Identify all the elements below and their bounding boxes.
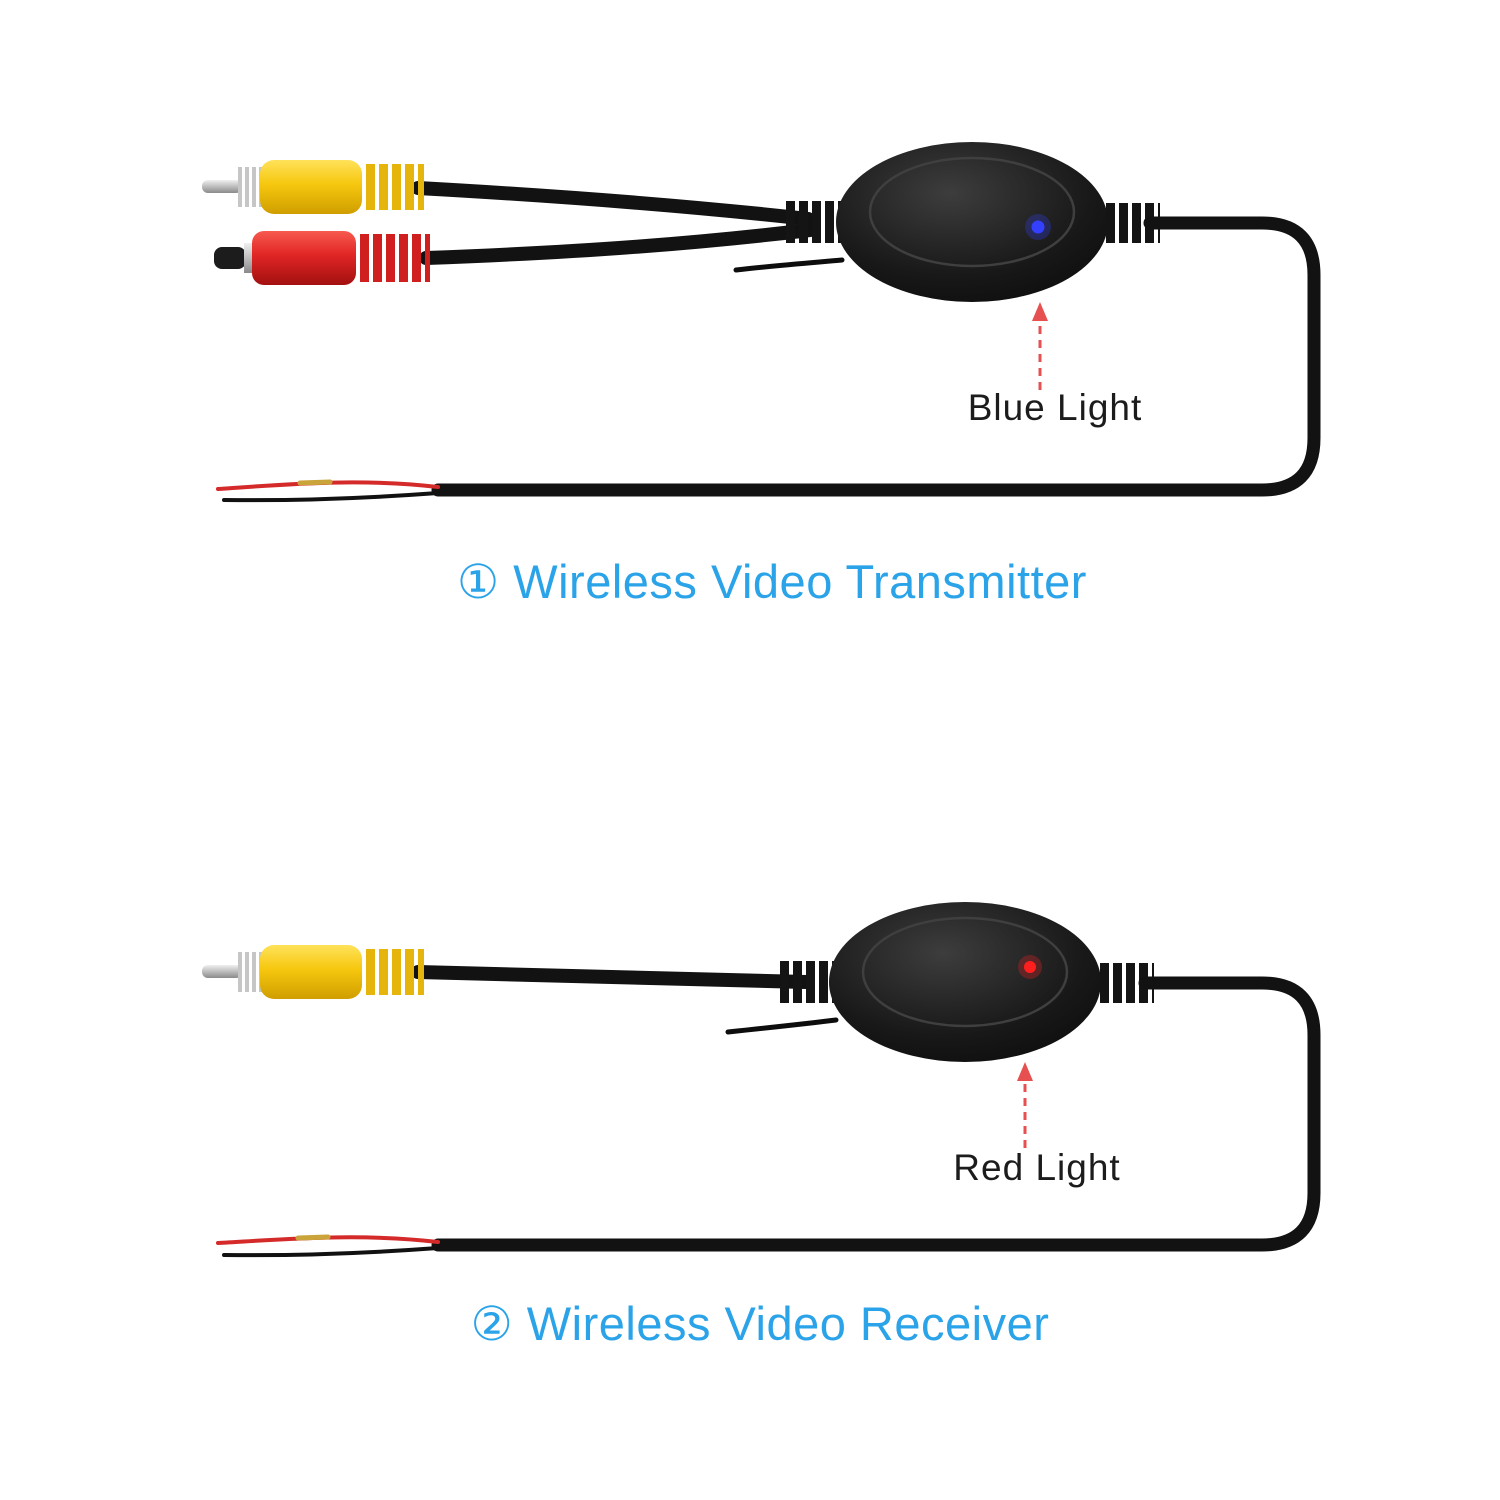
red-light-arrow [1017,1062,1033,1148]
transmitter-pod-highlight [868,156,1076,268]
receiver-power-lead-cable [431,976,1321,1252]
receiver-wire-tails [216,1234,440,1258]
receiver-video-cable [411,965,813,989]
transmitter-caption: ① Wireless Video Transmitter [457,555,1087,608]
dc-plug-ring [244,243,253,273]
receiver-device-body [829,902,1101,1062]
rca-connector-yellow-transmitter [202,160,424,214]
red-led-indicator [1024,961,1036,973]
receiver-caption: ② Wireless Video Receiver [471,1297,1050,1350]
rca-body [260,945,362,999]
transmitter-wire-tails [216,479,440,503]
transmitter-illustration: Blue Light ① Wireless Video Transmitter [202,142,1321,608]
blue-led-indicator [1031,220,1045,234]
receiver-pod-highlight [861,916,1069,1028]
receiver-antenna-wire [725,1017,839,1035]
blue-light-arrow-head [1032,302,1048,321]
dc-power-connector-red [214,231,430,285]
black-ground-wire [222,1246,440,1258]
rca-pin [202,965,242,978]
transmitter-device-body [836,142,1108,302]
wire-solder-joint [295,1234,331,1241]
black-ground-wire [222,491,440,503]
red-light-label: Red Light [953,1147,1120,1188]
blue-light-arrow [1032,302,1048,390]
transmitter-power-lead-cable [431,216,1321,497]
wire-solder-joint [297,479,333,486]
rca-pin [202,180,242,193]
receiver-pod [829,902,1101,1062]
dc-plug-body [252,231,356,285]
rca-connector-yellow-receiver [202,945,424,999]
transmitter-pod [836,142,1108,302]
transmitter-power-cable [419,223,817,265]
dc-plug-tip [214,247,246,269]
receiver-illustration: Red Light ② Wireless Video Receiver [202,902,1321,1350]
transmitter-video-cable [411,181,815,226]
blue-light-label: Blue Light [968,387,1143,428]
transmitter-antenna-wire [733,257,845,273]
red-light-arrow-head [1017,1062,1033,1081]
rca-body [260,160,362,214]
